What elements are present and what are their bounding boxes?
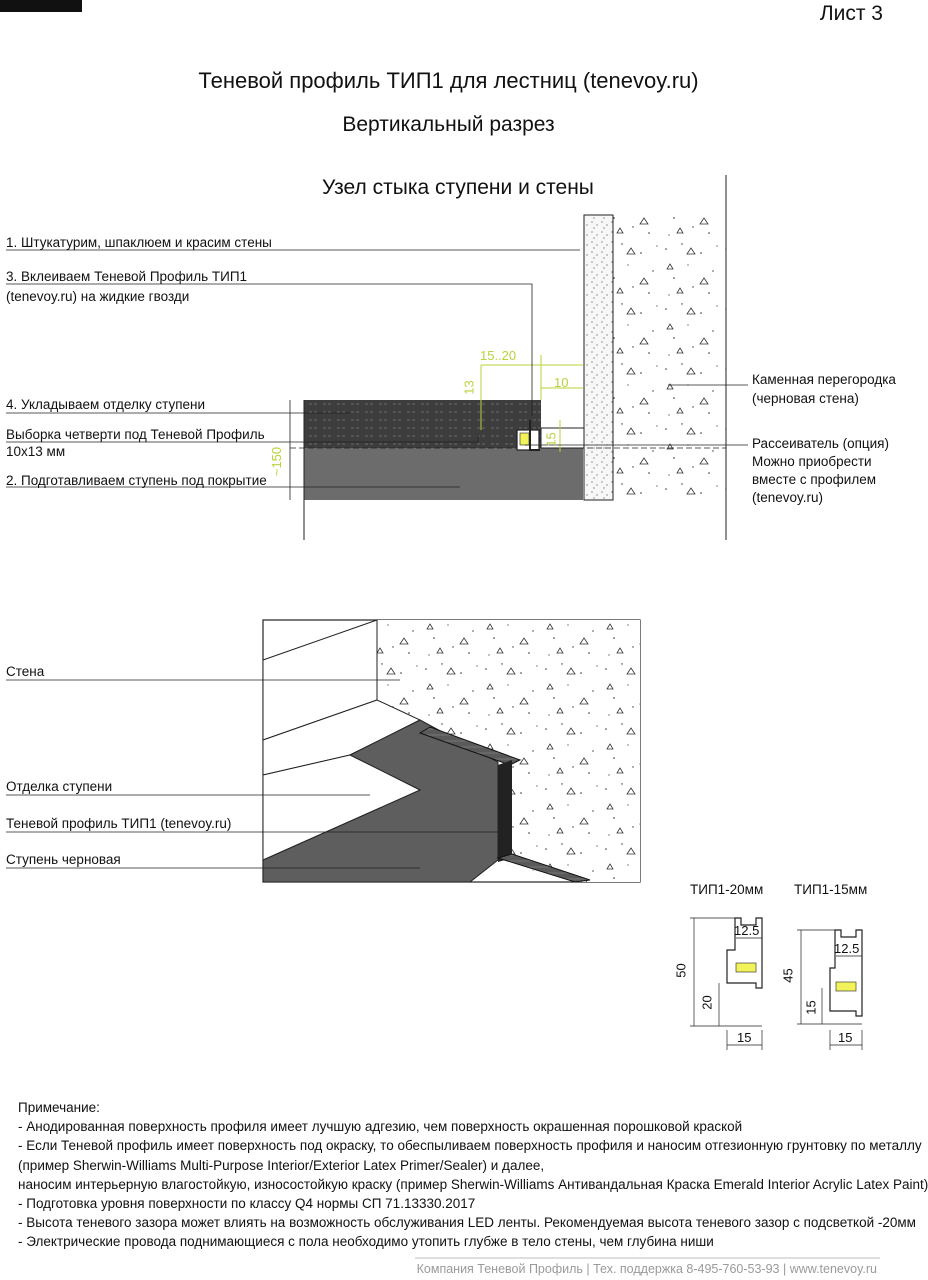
dim-10: 10 — [554, 375, 569, 390]
page-subtitle: Вертикальный разрез — [342, 113, 555, 136]
profile-p20 — [690, 917, 763, 1050]
dim-15-section: 15 — [543, 432, 559, 447]
profile-p15-name: ТИП1-15мм — [794, 882, 868, 897]
page-title: Теневой профиль ТИП1 для лестниц (tenevo… — [198, 68, 699, 93]
label-groove-l1: Выборка четверти под Теневой Профиль — [6, 427, 265, 442]
label-diffuser-l3: вместе с профилем — [752, 472, 876, 487]
label-step3-l2: (tenevoy.ru) на жидкие гвозди — [6, 289, 190, 304]
label-diffuser-l1: Рассеиватель (опция) — [752, 436, 889, 451]
dim-150: ~150 — [269, 446, 285, 477]
footer-text: Компания Теневой Профиль | Тех. поддержк… — [416, 1262, 877, 1276]
dim-13: 13 — [461, 380, 477, 395]
section-drawing — [6, 175, 748, 540]
p15-w-top: 12.5 — [834, 941, 860, 956]
notes-heading: Примечание: — [18, 1100, 100, 1115]
section-title: Узел стыка ступени и стены — [322, 176, 594, 199]
notes-block: Примечание: - Анодированная поверхность … — [18, 1098, 928, 1252]
p15-h-total: 45 — [780, 968, 796, 983]
p15-w-bottom: 15 — [838, 1030, 853, 1045]
leader-lines — [6, 249, 748, 500]
p20-w-top: 12.5 — [734, 923, 760, 938]
note-line: - Если Теневой профиль имеет поверхность… — [18, 1138, 922, 1154]
label-step3-l1: 3. Вклеиваем Теневой Профиль ТИП1 — [6, 269, 248, 284]
label-diffuser-l2: Можно приобрести — [752, 454, 872, 469]
iso-label-profile: Теневой профиль ТИП1 (tenevoy.ru) — [6, 816, 232, 831]
corner-mark — [0, 0, 82, 12]
label-diffuser-l4: (tenevoy.ru) — [752, 490, 824, 505]
iso-label-finish: Отделка ступени — [6, 779, 113, 794]
note-line: - Анодированная поверхность профиля имее… — [18, 1119, 743, 1135]
isometric-drawing — [6, 619, 641, 883]
plaster-layer — [583, 214, 614, 501]
label-step2: 2. Подготавливаем ступень под покрытие — [6, 473, 267, 488]
shadow-profile — [516, 420, 585, 451]
note-line: - Высота теневого зазора может влиять на… — [18, 1215, 916, 1231]
dim-15-20: 15..20 — [480, 348, 517, 363]
note-line: наносим интерьерную влагостойкую, износо… — [18, 1176, 928, 1192]
rough-step — [304, 448, 583, 500]
note-line: - Подготовка уровня поверхности по класс… — [18, 1196, 476, 1212]
note-line: (пример Sherwin-Williams Multi-Purpose I… — [18, 1157, 545, 1173]
profile-p20-name: ТИП1-20мм — [690, 882, 764, 897]
label-groove-l2: 10х13 мм — [6, 444, 66, 459]
sheet-number: Лист 3 — [819, 2, 883, 25]
step-finish — [304, 400, 541, 448]
iso-label-rough: Ступень черновая — [6, 852, 121, 867]
drawing-canvas — [6, 175, 880, 1259]
label-step1: 1. Штукатурим, шпаклюем и красим стены — [6, 235, 272, 250]
p20-w-bottom: 15 — [737, 1030, 752, 1045]
label-step4: 4. Укладываем отделку ступени — [6, 397, 206, 412]
p20-h-total: 50 — [673, 963, 689, 978]
p20-h-low: 20 — [699, 995, 715, 1010]
profile-p15 — [797, 929, 863, 1050]
note-line: - Электрические провода поднимающиеся с … — [18, 1234, 714, 1250]
p15-h-low: 15 — [803, 1000, 819, 1015]
label-wall-l2: (черновая стена) — [752, 391, 859, 406]
iso-label-wall: Стена — [6, 664, 45, 679]
label-wall-l1: Каменная перегородка — [752, 372, 896, 387]
